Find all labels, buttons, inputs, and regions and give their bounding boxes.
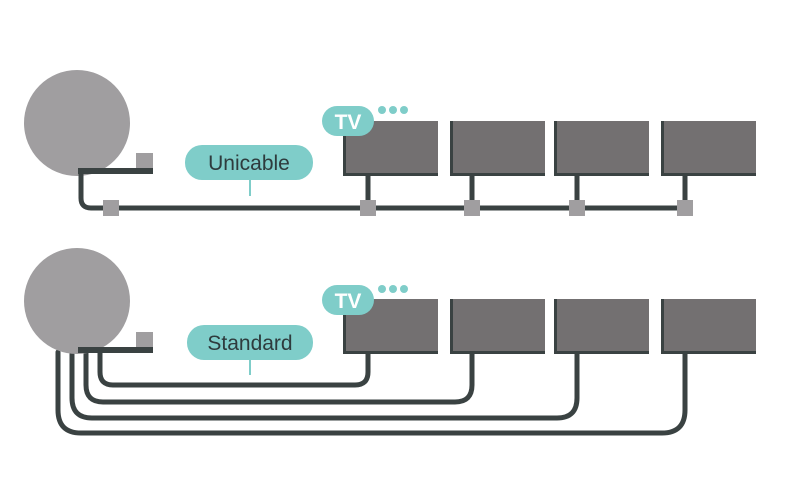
badge-dot — [400, 106, 408, 114]
receiver-box — [554, 121, 649, 176]
unicable-drops — [365, 174, 688, 208]
satellite-dish — [24, 70, 130, 176]
badge-dot — [378, 106, 386, 114]
cable-to-receiver-4 — [55, 349, 688, 436]
splitter — [103, 200, 119, 216]
cable-to-receiver-1 — [97, 349, 371, 388]
unicable-receivers — [343, 121, 756, 176]
unicable-label: Unicable — [185, 145, 313, 196]
cable-to-receiver-3 — [69, 349, 580, 421]
standard-diagram: TV Standard — [24, 248, 756, 436]
satellite-dish — [24, 248, 130, 354]
unicable-diagram: TV Unicable — [24, 70, 756, 216]
unicable-bus-cable — [78, 171, 689, 211]
tv-badge-label: TV — [335, 290, 362, 313]
unicable-label-text: Unicable — [208, 152, 290, 175]
standard-cables — [55, 349, 688, 436]
receiver-box — [554, 299, 649, 354]
tv-badge-label: TV — [335, 111, 362, 134]
tv-badge: TV — [322, 106, 408, 136]
dish-arm — [78, 168, 153, 174]
standard-label-text: Standard — [207, 332, 292, 355]
unicable-splitters — [103, 200, 693, 216]
badge-dot — [389, 285, 397, 293]
standard-label: Standard — [187, 325, 313, 375]
splitter — [464, 200, 480, 216]
badge-dot — [389, 106, 397, 114]
splitter — [569, 200, 585, 216]
tv-badge: TV — [322, 285, 408, 315]
splitter — [360, 200, 376, 216]
receiver-box — [450, 121, 545, 176]
splitter — [677, 200, 693, 216]
standard-receivers — [343, 299, 756, 354]
cable-to-receiver-2 — [83, 349, 475, 405]
receiver-box — [661, 121, 756, 176]
receiver-box — [661, 299, 756, 354]
dish-arm — [78, 347, 153, 353]
receiver-box — [450, 299, 545, 354]
lnb-block — [136, 332, 153, 347]
badge-dot — [400, 285, 408, 293]
badge-dot — [378, 285, 386, 293]
lnb-block — [136, 153, 153, 168]
